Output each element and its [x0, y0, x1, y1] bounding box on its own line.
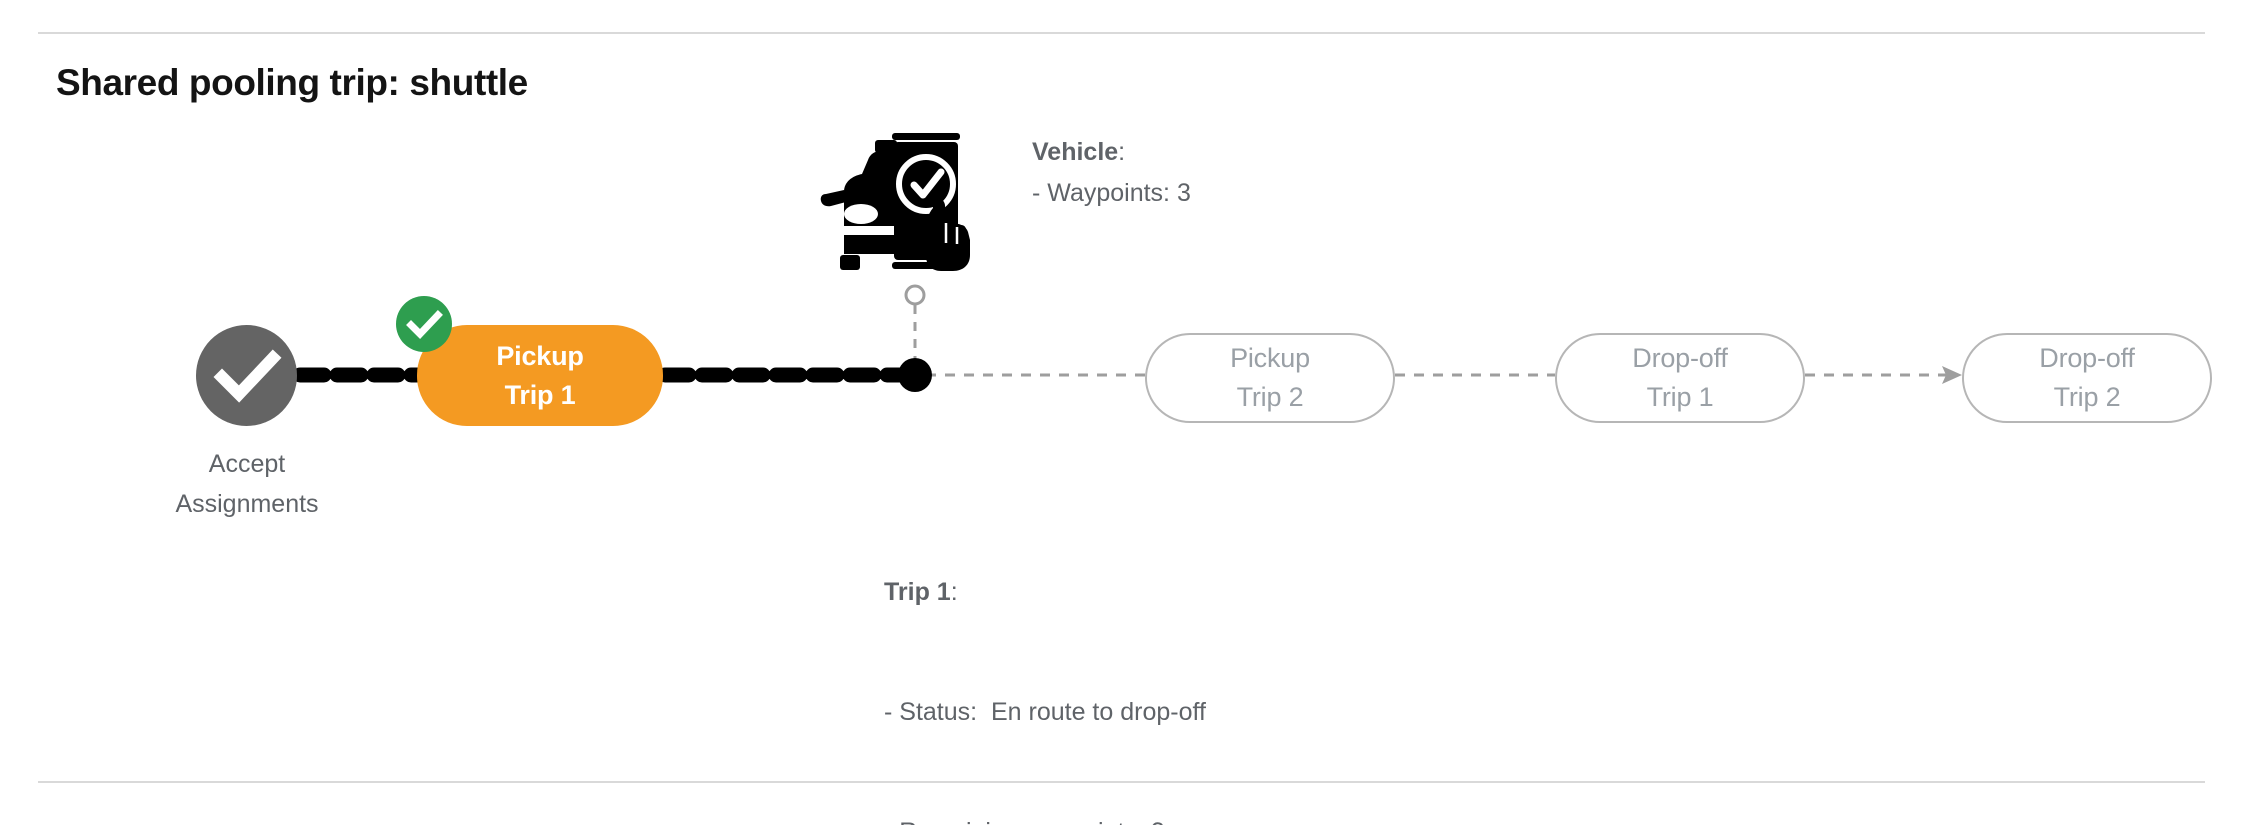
trip-1-heading: Trip 1 [884, 578, 951, 606]
top-divider [38, 32, 2205, 34]
step-pickup-trip-1-line2: Trip 1 [504, 379, 576, 410]
step-pickup-trip-1[interactable]: Pickup Trip 1 [417, 325, 663, 426]
step-pickup-trip-2-line1: Pickup [1230, 343, 1310, 373]
step-dropoff-trip-2-line2: Trip 2 [2053, 382, 2121, 412]
page-title: Shared pooling trip: shuttle [56, 62, 528, 103]
car-phone-check-icon [820, 133, 970, 271]
bottom-divider [38, 781, 2205, 783]
vehicle-heading-row: Vehicle: [1032, 132, 1191, 173]
accept-label-line1: Accept [208, 450, 286, 478]
trip-1-heading-suffix: : [950, 578, 958, 606]
step-dropoff-trip-1-line2: Trip 1 [1646, 382, 1714, 412]
accept-label-line2: Assignments [175, 490, 319, 518]
check-icon [406, 310, 443, 340]
trip-1-waypoints: - Remaining waypoints: 2 [884, 812, 1206, 825]
step-dropoff-trip-2-line1: Drop-off [2039, 343, 2135, 373]
completed-check-badge [396, 296, 452, 352]
trip-details-block: Trip 1: - Status: En route to drop-off -… [884, 492, 1206, 825]
vehicle-heading-suffix: : [1118, 138, 1126, 166]
step-dropoff-trip-2[interactable]: Drop-off Trip 2 [1962, 333, 2212, 423]
trip-1-status: - Status: En route to drop-off [884, 698, 1206, 726]
step-dropoff-trip-1[interactable]: Drop-off Trip 1 [1555, 333, 1805, 423]
step-dropoff-trip-1-line1: Drop-off [1632, 343, 1728, 373]
vehicle-waypoints: - Waypoints: 3 [1032, 179, 1191, 207]
step-pickup-trip-1-line1: Pickup [496, 340, 584, 371]
check-circle-icon [213, 349, 282, 403]
step-pickup-trip-2-line2: Trip 2 [1236, 382, 1304, 412]
vehicle-heading: Vehicle [1032, 138, 1119, 166]
vehicle-icon-wrapper [820, 122, 984, 274]
step-pickup-trip-2[interactable]: Pickup Trip 2 [1145, 333, 1395, 423]
accept-assignments-label: Accept Assignments [147, 444, 347, 524]
trip-1-heading-row: Trip 1: [884, 572, 1206, 612]
node-accept-assignments[interactable] [196, 325, 297, 426]
vehicle-info-block: Vehicle: - Waypoints: 3 [1032, 132, 1191, 214]
